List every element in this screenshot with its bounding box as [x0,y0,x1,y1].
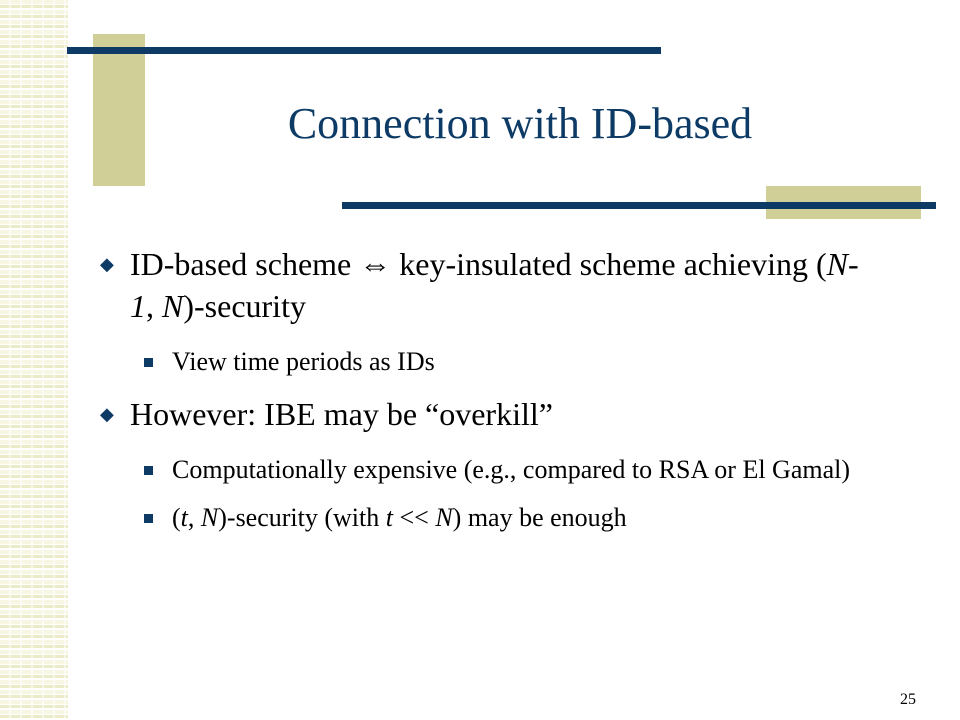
bullet-text: ID-based scheme ⇔ key-insulated scheme a… [130,246,859,324]
bullet-text-run: t [385,503,393,532]
bullet-text: However: IBE may be “overkill” [130,396,553,432]
diamond-bullet-icon: ◆ [100,254,114,274]
bullet-text-run: Computationally expensive (e.g., compare… [172,455,851,484]
sub-bullet-item: (t, N)-security (with t << N) may be eno… [144,501,870,535]
slide-title: Connection with ID-based [287,99,753,148]
bullet-text-run: N [162,288,184,324]
page-number: 25 [900,691,916,708]
title-accent-line-bottom [342,202,936,209]
diamond-bullet-icon: ◆ [100,404,114,424]
bullet-text-run: , [146,288,162,324]
bullet-text-run: ( [172,503,181,532]
title-accent-block-left [93,34,145,186]
bullet-text-run: N [200,503,219,532]
bullet-text-run: View time periods as IDs [172,347,435,376]
bullet-text: View time periods as IDs [172,345,870,379]
title-accent-line-top [67,47,661,54]
bullet-text-run: , [187,503,201,532]
left-striped-border [0,0,68,720]
bullet-text: (t, N)-security (with t << N) may be eno… [172,501,870,535]
bullet-text-run: )-security (with [218,503,386,532]
bullet-item: ◆ ID-based scheme ⇔ key-insulated scheme … [100,243,870,327]
bullet-item: ◆ However: IBE may be “overkill” [100,393,870,435]
bullet-text-run: N-1 [130,246,859,324]
bullet-text-run: ) may be enough [452,503,627,532]
sub-bullet-item: View time periods as IDs [144,345,870,379]
square-bullet-icon [144,514,153,523]
bullet-text-run: ⇔ [359,246,392,282]
bullet-text-run: key-insulated scheme achieving ( [391,246,827,282]
bullet-text-run: N [435,503,453,532]
bullet-text-run: << [393,503,436,532]
bullet-text-run: ID-based scheme [130,246,360,282]
bullet-text: Computationally expensive (e.g., compare… [172,453,870,487]
bullet-text-run: )-security [183,288,306,324]
sub-bullet-item: Computationally expensive (e.g., compare… [144,453,870,487]
square-bullet-icon [144,466,153,475]
square-bullet-icon [144,358,153,367]
slide-content: ◆ ID-based scheme ⇔ key-insulated scheme … [100,243,870,549]
bullet-text-run: t [180,503,188,532]
bullet-text-run: However: IBE may be “overkill” [130,396,553,432]
